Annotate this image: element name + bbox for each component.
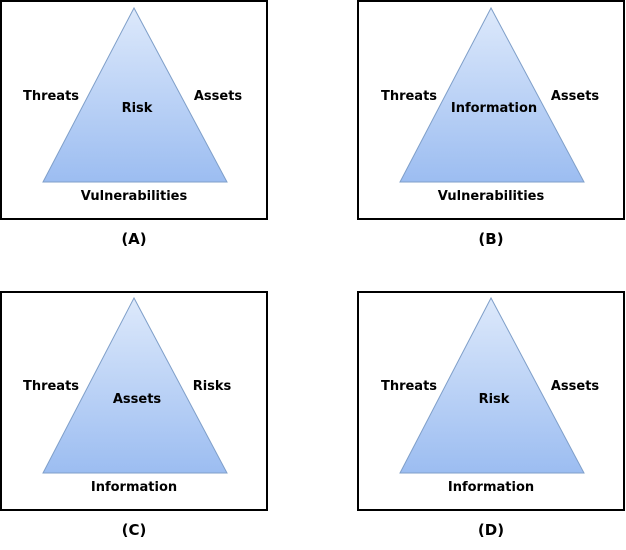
panel-a-left-label: Threats	[23, 89, 79, 104]
panel-b-caption: (B)	[478, 230, 503, 248]
panel-b-left-label: Threats	[381, 89, 437, 104]
panel-c-triangle	[42, 296, 228, 474]
panel-c-caption: (C)	[122, 521, 147, 539]
panel-a-bottom-label: Vulnerabilities	[81, 189, 188, 204]
panel-b-triangle	[399, 6, 585, 183]
panel-c-center-label: Assets	[113, 392, 162, 407]
panel-d-center-label: Risk	[479, 392, 510, 407]
panel-a-right-label: Assets	[194, 89, 243, 104]
panel-c-right-label: Risks	[193, 379, 232, 394]
panel-d-bottom-label: Information	[448, 480, 534, 495]
panel-d-triangle	[399, 296, 585, 474]
panel-b-center-label: Information	[451, 101, 537, 116]
panel-c-bottom-label: Information	[91, 480, 177, 495]
panel-a-caption: (A)	[121, 230, 146, 248]
panel-a-center-label: Risk	[122, 101, 153, 116]
panel-c-left-label: Threats	[23, 379, 79, 394]
panel-a-triangle	[42, 6, 228, 183]
panel-b-bottom-label: Vulnerabilities	[438, 189, 545, 204]
panel-b: Threats Information Assets Vulnerabiliti…	[357, 0, 625, 220]
panel-d-left-label: Threats	[381, 379, 437, 394]
panel-d-right-label: Assets	[551, 379, 600, 394]
panel-c: Threats Assets Risks Information	[0, 291, 268, 511]
panel-b-right-label: Assets	[551, 89, 600, 104]
panel-d-caption: (D)	[478, 521, 504, 539]
panel-d: Threats Risk Assets Information	[357, 291, 625, 511]
panel-a: Threats Risk Assets Vulnerabilities	[0, 0, 268, 220]
